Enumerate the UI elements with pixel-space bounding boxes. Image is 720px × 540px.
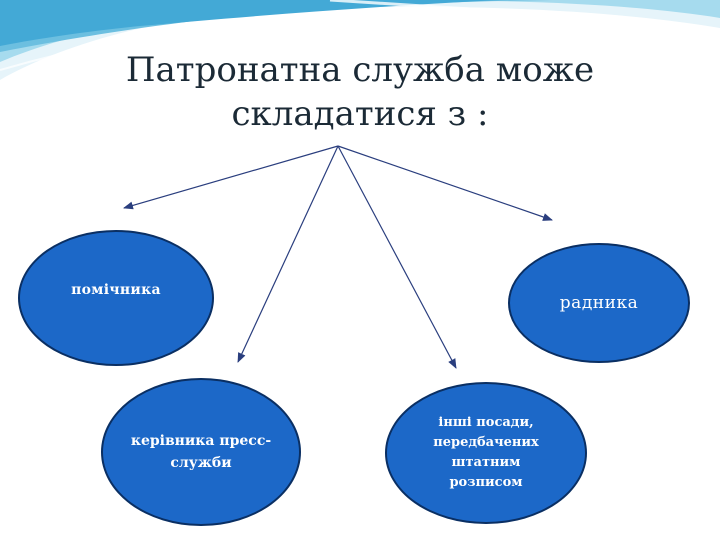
arrow-to-pomichnyk (124, 146, 338, 208)
arrow-to-kerivnyk (238, 146, 338, 362)
node-inshi-label: інші посади, передбачених штатним розпис… (416, 413, 556, 493)
node-kerivnyk: керівника пресс-служби (101, 378, 301, 526)
arrow-to-inshi (338, 146, 456, 368)
node-pomichnyk-label: помічника (71, 282, 161, 298)
node-kerivnyk-label: керівника пресс-служби (126, 430, 276, 474)
node-radnyk: радника (508, 243, 690, 363)
arrow-to-radnyk (338, 146, 552, 220)
node-pomichnyk: помічника (18, 230, 214, 366)
node-radnyk-label: радника (560, 293, 638, 313)
node-inshi: інші посади, передбачених штатним розпис… (385, 382, 587, 524)
